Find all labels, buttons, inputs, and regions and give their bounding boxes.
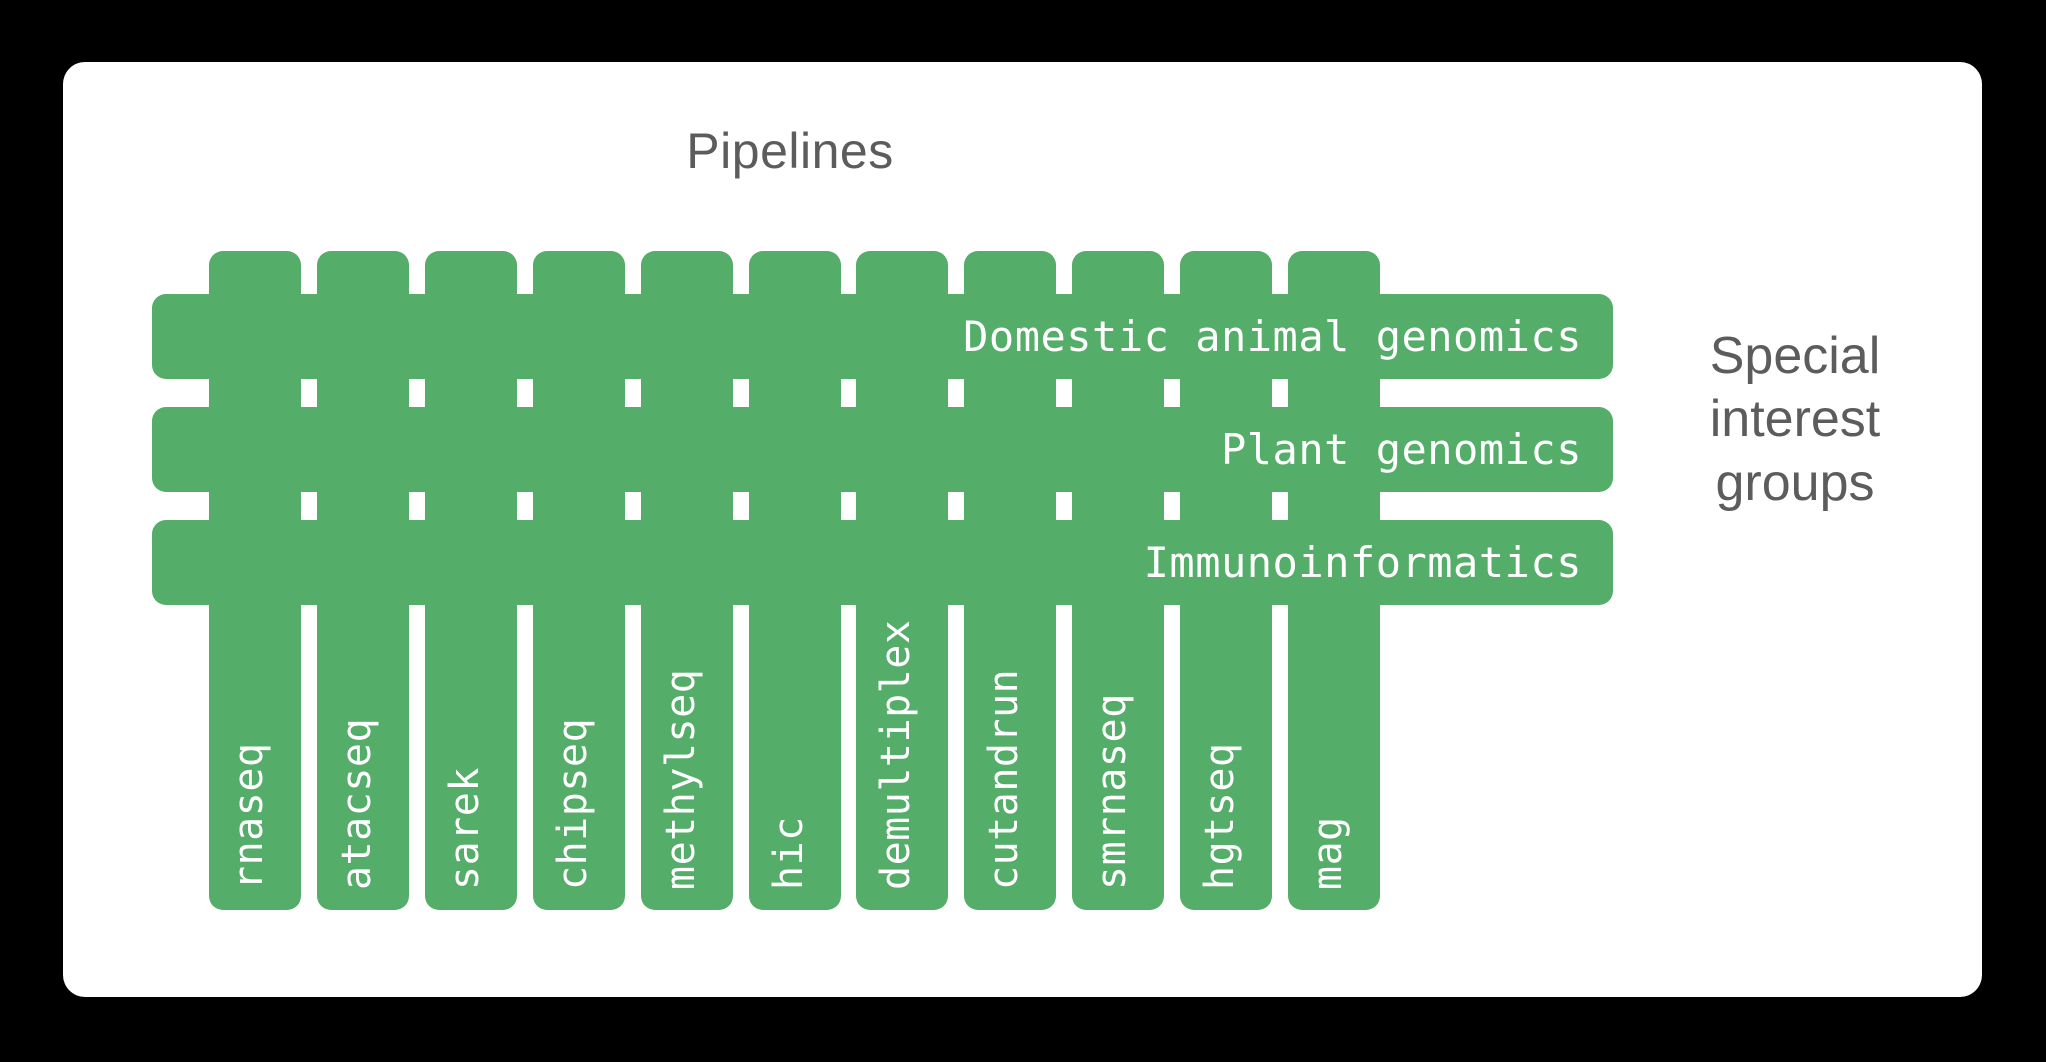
pipeline-label: chipseq (549, 717, 596, 890)
caption-line-1: Special (1709, 327, 1881, 385)
pipeline-label: sarek (441, 767, 488, 890)
pipeline-label: atacseq (333, 717, 380, 890)
pipeline-label: cutandrun (981, 668, 1028, 890)
special-interest-group-bar[interactable]: Immunoinformatics (152, 520, 1613, 605)
caption-line-3: groups (1715, 453, 1875, 512)
special-interest-group-bar[interactable]: Domestic animal genomics (152, 294, 1613, 379)
pipeline-label: rnaseq (226, 742, 272, 891)
special-interest-group-label: Immunoinformatics (1143, 538, 1582, 587)
pipeline-label: hic (765, 816, 812, 890)
special-interest-group-label: Plant genomics (1220, 425, 1582, 474)
pipeline-label: mag (1305, 816, 1351, 890)
caption-line-2: interest (1709, 390, 1881, 449)
page-title: Pipelines (686, 123, 894, 179)
pipeline-label: hgtseq (1197, 742, 1244, 891)
pipeline-label: smrnaseq (1089, 693, 1136, 890)
special-interest-group-label: Domestic animal genomics (963, 312, 1582, 361)
special-interest-groups-caption: Special interest groups (1660, 325, 1930, 515)
special-interest-group-bar[interactable]: Plant genomics (152, 407, 1613, 492)
pipeline-label: methylseq (657, 668, 704, 890)
pipeline-label: demultiplex (873, 619, 920, 890)
